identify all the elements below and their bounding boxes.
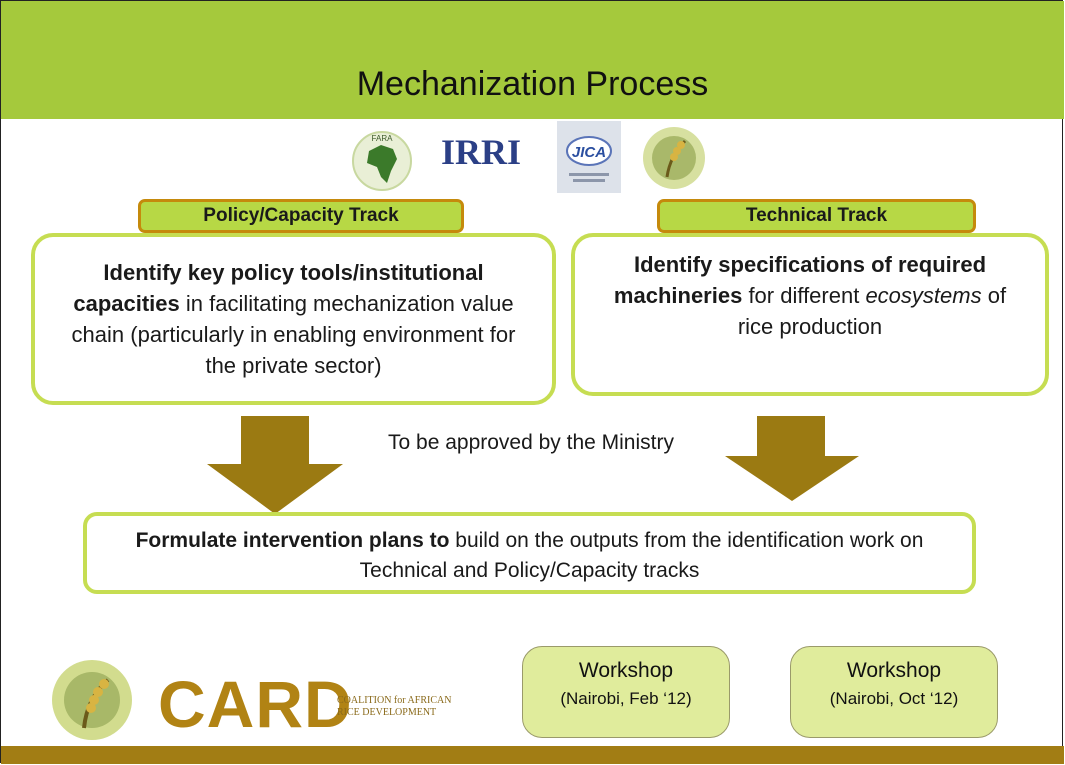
- fara-logo: FARA: [352, 131, 412, 191]
- title-band: [1, 1, 1064, 119]
- workshop-oct-box: Workshop (Nairobi, Oct ‘12): [790, 646, 998, 738]
- irri-logo: IRRI: [441, 132, 522, 172]
- technical-track-text-2: of rice production: [737, 283, 1007, 339]
- card-logo-text: CARD: [158, 667, 353, 741]
- card-subtitle-line-2: RICE DEVELOPMENT: [337, 707, 437, 718]
- technical-track-tab: Technical Track: [657, 199, 976, 233]
- card-subtitle-line-1: COALITION for AFRICAN: [337, 695, 452, 706]
- jica-logo-text: JICA: [572, 144, 606, 161]
- formulate-box: Formulate intervention plans to build on…: [83, 512, 976, 594]
- technical-track-text-1: for different: [742, 283, 866, 308]
- card-logo-subtitle: COALITION for AFRICAN RICE DEVELOPMENT: [337, 695, 451, 719]
- left-down-arrow: [207, 416, 343, 514]
- formulate-bold: Formulate intervention plans to: [135, 529, 450, 552]
- jica-logo: JICA: [557, 121, 621, 193]
- workshop-feb-label: Workshop: [578, 659, 674, 682]
- technical-track-bold: Identify specifications of required mach…: [613, 252, 987, 308]
- technical-track-italic: ecosystems: [865, 283, 982, 308]
- card-logo-emblem: [52, 660, 132, 740]
- slide-title: Mechanization Process: [356, 65, 709, 103]
- workshop-feb-box: Workshop (Nairobi, Feb ‘12): [522, 646, 730, 738]
- card-emblem-logo: [643, 127, 705, 189]
- policy-track-tab: Policy/Capacity Track: [138, 199, 464, 233]
- workshop-oct-label: Workshop: [846, 659, 942, 682]
- fara-logo-text: FARA: [372, 134, 394, 143]
- policy-track-bold: Identify key policy tools/institutional …: [73, 260, 484, 316]
- workshop-feb-detail: (Nairobi, Feb ‘12): [560, 689, 692, 708]
- formulate-text: build on the outputs from the identifica…: [359, 529, 924, 582]
- right-down-arrow: [725, 416, 859, 501]
- policy-track-text: in facilitating mechanization value chai…: [71, 291, 516, 378]
- workshop-oct-detail: (Nairobi, Oct ‘12): [829, 689, 959, 708]
- policy-track-box: Identify key policy tools/institutional …: [31, 233, 556, 405]
- technical-track-box: Identify specifications of required mach…: [571, 233, 1049, 396]
- approval-text: To be approved by the Ministry: [388, 431, 674, 454]
- footer-band: [1, 746, 1064, 764]
